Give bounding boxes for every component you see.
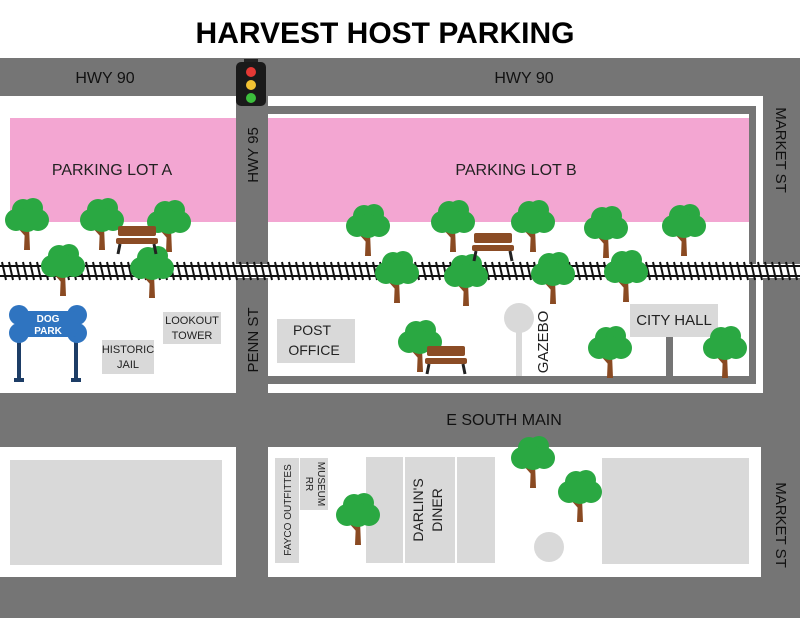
tree-icon	[130, 246, 174, 298]
bench-icon	[425, 346, 467, 375]
tree-icon	[444, 254, 488, 306]
building-bottom-left	[10, 460, 222, 565]
darlins-diner[interactable]: DARLIN'S DINER	[366, 457, 495, 563]
tree-icon	[346, 204, 390, 256]
fountain-circle	[534, 532, 564, 562]
tree-icon	[336, 493, 380, 545]
city-hall-label: CITY HALL	[636, 312, 712, 329]
lookout-tower[interactable]: LOOKOUT TOWER	[163, 312, 221, 344]
tree-icon	[531, 252, 575, 304]
tree-icon	[147, 200, 191, 252]
tree-icon	[511, 200, 555, 252]
darlins-diner-label-line2: DINER	[429, 488, 445, 532]
tree-icon	[558, 470, 602, 522]
market-st-top-label: MARKET ST	[772, 107, 789, 193]
tree-icon	[588, 326, 632, 378]
market-st-bottom-label: MARKET ST	[772, 482, 789, 568]
parking-lot-a[interactable]	[10, 118, 236, 222]
tree-icon	[375, 251, 419, 303]
dog-park-sign[interactable]: DOG PARK	[9, 305, 87, 382]
hwy95-label: HWY 95	[245, 127, 262, 183]
historic-jail[interactable]: HISTORIC JAIL	[102, 340, 154, 374]
dog-park-label-line1: DOG	[37, 314, 60, 325]
post-office-label-line2: OFFICE	[288, 342, 339, 358]
lookout-tower-label-line1: LOOKOUT	[165, 315, 219, 327]
tree-icon	[5, 198, 49, 250]
tree-icon	[604, 250, 648, 302]
map-title: HARVEST HOST PARKING	[196, 17, 575, 50]
tree-icon	[703, 326, 747, 378]
parking-lot-b-label: PARKING LOT B	[455, 162, 576, 179]
bench-icon	[116, 226, 158, 255]
post-office-label-line1: POST	[293, 322, 332, 338]
rr-museum[interactable]: RR MUSEUM	[300, 458, 328, 510]
building-bottom-right	[602, 458, 749, 564]
darlins-diner-label-line1: DARLIN'S	[410, 478, 426, 541]
rr-museum-label-line2: MUSEUM	[315, 462, 326, 506]
city-hall[interactable]: CITY HALL	[630, 304, 718, 376]
fayco-outfitters-label: FAYCO OUTFITTES	[283, 464, 294, 556]
tree-icon	[80, 198, 124, 250]
bench-icon	[472, 233, 514, 262]
historic-jail-label-line2: JAIL	[117, 359, 139, 371]
gazebo[interactable]: GAZEBO	[504, 303, 552, 376]
hwy90-left-label: HWY 90	[75, 70, 134, 87]
traffic-light-icon	[236, 59, 266, 106]
parking-lot-b[interactable]	[268, 118, 749, 222]
tree-icon	[41, 244, 85, 296]
fayco-outfitters[interactable]: FAYCO OUTFITTES	[275, 458, 299, 563]
historic-jail-label-line1: HISTORIC	[102, 344, 154, 356]
e-south-main-label: E SOUTH MAIN	[446, 412, 562, 429]
tree-icon	[431, 200, 475, 252]
parking-lot-a-label: PARKING LOT A	[52, 162, 173, 179]
tree-icon	[662, 204, 706, 256]
lookout-tower-label-line2: TOWER	[172, 330, 213, 342]
hwy90-right-label: HWY 90	[494, 70, 553, 87]
dog-park-label-line2: PARK	[34, 326, 62, 337]
gazebo-label: GAZEBO	[535, 311, 552, 374]
penn-st-label: PENN ST	[245, 307, 262, 372]
tree-icon	[584, 206, 628, 258]
rr-museum-label-line1: RR	[303, 477, 314, 491]
tree-icon	[511, 436, 555, 488]
post-office[interactable]: POST OFFICE	[277, 319, 355, 363]
benches	[116, 226, 514, 375]
trees	[5, 198, 747, 545]
